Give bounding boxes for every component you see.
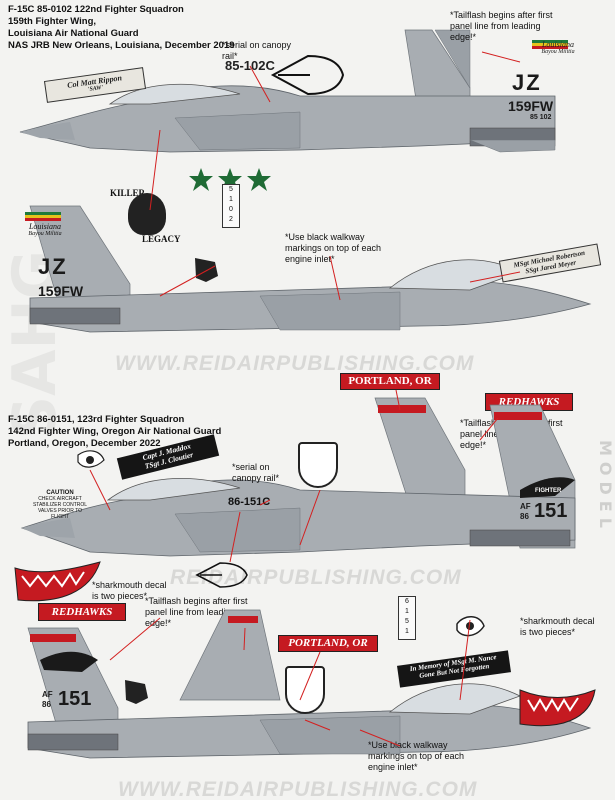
fin-strip-char: 6 — [405, 598, 409, 605]
sheet1-tail-wing: 159FW — [508, 98, 554, 114]
sheet3-tail-code: AF — [42, 690, 53, 699]
sheet3-sharkmouth-note-right: *sharkmouth decal is two pieces* — [520, 616, 595, 637]
fin-strip-char: 1 — [405, 608, 409, 615]
sheet1-bayou-text-2: Bayou Militia — [28, 231, 62, 237]
sheet2-guard-shield-icon — [298, 442, 338, 488]
sheet2-serial-note: *serial on canopy rail* — [232, 462, 280, 483]
sheet1-tail2-wing: 159FW — [38, 283, 84, 299]
sheet1-header-line4: NAS JRB New Orleans, Louisiana, December… — [8, 40, 235, 51]
sheet1-tail-serial: 85 102 — [530, 114, 552, 121]
sheet1-killer-legacy-emblem: KILLER LEGACY — [110, 178, 190, 258]
watermark-url-2: REIDAIRPUBLISHING.COM — [170, 566, 462, 589]
sheet1-tailflash-note: *Tailflash begins after first panel line… — [450, 10, 553, 42]
watermark-url-1: WWW.REIDAIRPUBLISHING.COM — [115, 352, 475, 375]
sheet1-louisiana-text: Louisiana — [541, 40, 574, 49]
fin-strip-char: 1 — [229, 196, 233, 203]
sheet2-portland-banner: PORTLAND, OR — [340, 373, 440, 390]
sheet2-caution-title: CAUTION — [46, 490, 74, 496]
sheet1-louisiana-text-2: Louisiana — [28, 222, 61, 231]
sheet3-walkway-note: *Use black walkway markings on top of ea… — [368, 740, 465, 772]
star-icon — [247, 168, 271, 191]
sheet1-bayou-text: Bayou Militia — [541, 49, 575, 55]
star-icon — [189, 168, 213, 191]
sheet2-serial: 86-151C — [228, 496, 271, 508]
sheet2-canopy-rail-shape — [195, 562, 248, 588]
sheet2-tail-code: AF — [520, 502, 531, 511]
sheet2-caution-text: CHECK AIRCRAFT STABILIZER CONTROL — [32, 496, 88, 508]
fin-strip-char: 0 — [229, 206, 233, 213]
sheet1-serial-note: *serial on canopy rail* — [222, 40, 292, 61]
sheet2-caution-text2: VALVES PRIOR TO FLIGHT — [37, 508, 83, 520]
sheet1-walkway-note: *Use black walkway markings on top of ea… — [285, 232, 382, 264]
sheet1-fin-strip: 5 1 0 2 — [222, 184, 240, 228]
sheet1-canopy-rail-shape — [270, 54, 345, 96]
sheet1-louisiana-logo: Louisiana Bayou Militia — [538, 40, 578, 55]
sheet2-tail-year: 86 — [520, 512, 529, 521]
sheet1-tail2-code: JZ — [38, 254, 68, 279]
sheet3-portland-banner: PORTLAND, OR — [278, 635, 378, 652]
sheet2-tail-num: 151 — [534, 500, 568, 522]
spade-icon — [128, 193, 166, 235]
sheet3-fin-strip: 6 1 5 1 — [398, 596, 416, 640]
sheet3-guard-shield-icon — [285, 666, 325, 714]
sheet3-sharkmouth-left — [14, 561, 101, 602]
sheet1-header: F-15C 85-0102 122nd Fighter Squadron 159… — [8, 4, 235, 52]
sheet2-header: F-15C 86-0151, 123rd Fighter Squadron 14… — [8, 414, 221, 450]
sheet3-eye-icon — [456, 616, 485, 637]
sheet2-header-line2: 142nd Fighter Wing, Oregon Air National … — [8, 426, 222, 437]
fin-strip-char: 5 — [405, 618, 409, 625]
sheet2-header-line1: F-15C 86-0151, 123rd Fighter Squadron — [8, 414, 185, 425]
sheet3-redhawks-banner: REDHAWKS — [38, 603, 126, 621]
sheet2-header-line3: Portland, Oregon, December 2022 — [8, 438, 161, 449]
fin-strip-char: 1 — [405, 628, 409, 635]
sheet1-header-line3: Louisiana Air National Guard — [8, 28, 139, 39]
legacy-text: LEGACY — [142, 234, 181, 244]
sheet3-sharkmouth-note-left: *sharkmouth decal is two pieces* — [92, 580, 167, 601]
sheet1-header-line2: 159th Fighter Wing, — [8, 16, 97, 27]
sheet3-tail-year: 86 — [42, 700, 51, 709]
sheet3-tail-num: 151 — [58, 688, 92, 710]
sheet3-tailflash-note: *Tailflash begins after first panel line… — [145, 596, 248, 628]
fin-strip-char: 5 — [229, 186, 233, 193]
sheet1-louisiana-logo-2: Louisiana Bayou Militia — [25, 222, 65, 237]
georgia-map-icon — [195, 258, 218, 282]
sheet1-header-line1: F-15C 85-0102 122nd Fighter Squadron — [8, 4, 184, 15]
fin-strip-char: 2 — [229, 216, 233, 223]
watermark-side-right: MODEL — [596, 440, 615, 534]
killer-text: KILLER — [110, 188, 146, 198]
sheet1-tail-code: JZ — [512, 70, 542, 95]
sheet2-caution-block: CAUTION CHECK AIRCRAFT STABILIZER CONTRO… — [30, 490, 90, 520]
sheet1-serial: 85-102C — [225, 58, 275, 73]
sheet2-fighter-text: FIGHTER — [535, 488, 562, 494]
watermark-url-3: WWW.REIDAIRPUBLISHING.COM — [118, 778, 478, 800]
